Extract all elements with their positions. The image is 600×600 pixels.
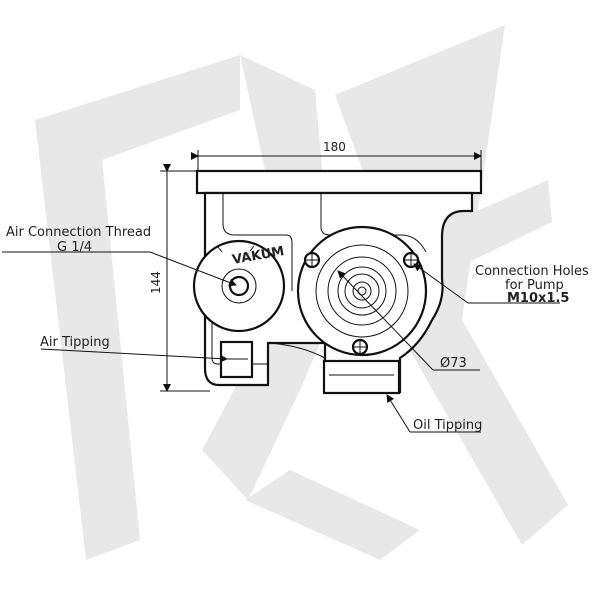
air-tipping-label: Air Tipping <box>40 335 110 350</box>
height-dimension-label: 144 <box>149 271 163 294</box>
vakum-tick-right <box>249 245 255 252</box>
connection-holes-label-line2: for Pump <box>505 278 564 293</box>
connection-holes-leader-2 <box>413 263 469 304</box>
air-connection-label-line1: Air Connection Thread <box>6 225 151 240</box>
pump-flange-ring <box>315 244 409 338</box>
top-plate <box>195 169 483 195</box>
vacuum-chamber-port <box>228 275 250 297</box>
pump-spline-mid <box>344 273 380 309</box>
vacuum-chamber-inner <box>221 268 257 304</box>
middle-sweep-curve <box>267 342 326 359</box>
pump-spline-outer <box>337 266 387 316</box>
pump-flange-inner <box>327 256 397 326</box>
diameter-label: Ø73 <box>440 356 467 371</box>
diameter-leader-diagonal <box>337 270 434 371</box>
connection-holes-label-line1: Connection Holes <box>475 264 589 279</box>
inner-left-cavity <box>222 193 293 291</box>
width-dimension-label: 180 <box>323 140 346 154</box>
air-tipping-leader <box>40 348 228 363</box>
oil-tipping-leader-diagonal <box>386 394 411 433</box>
callouts: Air Connection Thread G 1/4 Air Tipping … <box>2 225 589 433</box>
pump-spline-core <box>357 286 367 296</box>
pump-body: VAKUM <box>192 169 483 395</box>
dimensions: 180 144 <box>149 140 482 392</box>
air-connection-leader-diagonal <box>149 251 237 287</box>
oil-tipping-stub <box>322 359 401 395</box>
pump-spline-center <box>352 281 372 301</box>
pump-flange-outer <box>296 225 428 357</box>
air-connection-label-line2: G 1/4 <box>57 240 92 255</box>
connection-holes-label-line3: M10x1.5 <box>507 291 569 306</box>
oil-tipping-label: Oil Tipping <box>413 418 482 433</box>
vakum-tick-left <box>217 246 223 253</box>
